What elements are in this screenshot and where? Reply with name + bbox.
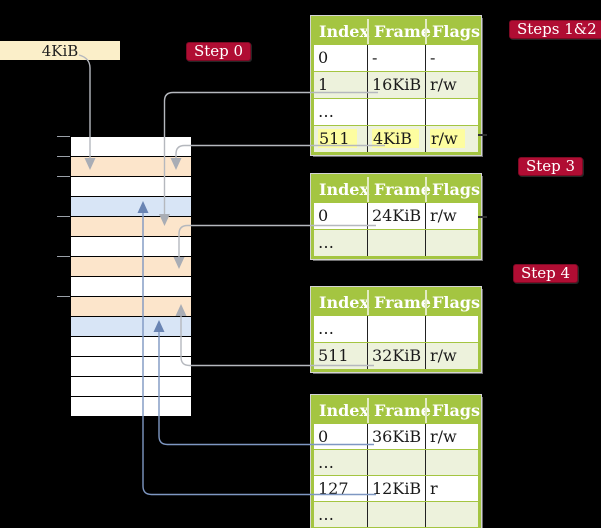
table-header: Index Frame Flags: [314, 19, 480, 44]
cell-frame: [367, 230, 425, 256]
cell-index: 0: [318, 427, 329, 446]
header-frame: Frame: [367, 398, 431, 423]
cell-flags: r/w: [425, 424, 478, 449]
cell-index: 127: [318, 479, 349, 498]
memory-frame-row-5: [71, 217, 191, 237]
cell-frame: 24KiB: [367, 203, 425, 229]
table-row: …: [314, 501, 478, 527]
highlighted-value: 4KiB: [372, 129, 420, 148]
step-3-badge: Step 3: [518, 157, 584, 176]
physical-memory-stack: [70, 136, 192, 417]
cell-flags: [425, 99, 478, 125]
frame-4kib-label: 4KiB: [41, 41, 79, 60]
table-row: …: [314, 229, 478, 256]
header-flags: Flags: [425, 19, 480, 44]
memory-frame-row-9: [71, 297, 191, 317]
highlighted-value: r/w: [430, 129, 465, 148]
table-row: 0 24KiB r/w: [314, 202, 478, 229]
page-table-step-4-upper: Index Frame Flags … 511 32KiB r/w: [310, 286, 482, 373]
cell-index: 0: [318, 48, 329, 67]
cell-frame: 32KiB: [367, 343, 425, 369]
cell-index: 0: [318, 206, 329, 225]
cell-flags: r/w: [425, 203, 478, 229]
table-row: …: [314, 98, 478, 125]
cell-flags: -: [425, 45, 478, 71]
header-frame: Frame: [367, 177, 431, 202]
cell-index: …: [318, 102, 334, 121]
cell-flags: r/w: [425, 72, 478, 98]
cell-flags: r/w: [425, 343, 478, 369]
memory-frame-row-3: [71, 177, 191, 197]
cell-flags: [425, 230, 478, 256]
table-row: 127 12KiB r: [314, 475, 478, 501]
table-header: Index Frame Flags: [314, 290, 480, 315]
step-4-badge: Step 4: [513, 264, 579, 283]
memory-frame-row-11: [71, 337, 191, 357]
cell-frame: [367, 316, 425, 342]
memory-frame-row-13: [71, 377, 191, 397]
table-row: 0 - -: [314, 44, 478, 71]
header-index: Index: [319, 180, 370, 199]
memory-frame-row-8: [71, 277, 191, 297]
cell-index: …: [318, 319, 334, 338]
memory-frame-row-7: [71, 257, 191, 277]
table-row: 511 32KiB r/w: [314, 342, 478, 369]
header-frame: Frame: [367, 290, 431, 315]
memory-frame-row-6: [71, 237, 191, 257]
cell-frame: -: [367, 45, 425, 71]
cell-frame: 12KiB: [367, 476, 425, 501]
header-index: Index: [319, 22, 370, 41]
page-table-step-4-lower: Index Frame Flags 0 36KiB r/w … 127 12Ki…: [310, 394, 482, 528]
cell-frame: [367, 99, 425, 125]
memory-frame-row-14: [71, 397, 191, 417]
table-row: …: [314, 449, 478, 475]
cell-index: 1: [318, 75, 329, 94]
cell-flags: [425, 316, 478, 342]
cell-flags: [425, 502, 478, 527]
cell-frame: [367, 450, 425, 475]
cell-frame: [367, 502, 425, 527]
step-0-badge: Step 0: [186, 42, 252, 61]
table-header: Index Frame Flags: [314, 177, 480, 202]
page-table-step-3: Index Frame Flags 0 24KiB r/w …: [310, 173, 482, 260]
highlighted-value: 511: [318, 129, 357, 148]
header-flags: Flags: [425, 177, 480, 202]
cell-flags: r: [425, 476, 478, 501]
table-row: 0 36KiB r/w: [314, 423, 478, 449]
memory-frame-row-2: [71, 157, 191, 177]
stack-tick-marks: [57, 136, 70, 297]
memory-frame-row-4: [71, 197, 191, 217]
cell-index: …: [318, 505, 334, 524]
header-index: Index: [319, 401, 370, 420]
frame-4kib-box: 4KiB: [0, 41, 120, 60]
page-table-steps-1-2: Index Frame Flags 0 - - 1 16KiB r/w … 51…: [310, 15, 482, 156]
cell-frame: 16KiB: [367, 72, 425, 98]
table-header: Index Frame Flags: [314, 398, 480, 423]
memory-frame-row-10: [71, 317, 191, 337]
cell-index: 511: [314, 126, 367, 152]
table-row: …: [314, 315, 478, 342]
table-row: 1 16KiB r/w: [314, 71, 478, 98]
cell-frame: 4KiB: [367, 126, 425, 152]
cell-frame: 36KiB: [367, 424, 425, 449]
cell-flags: [425, 450, 478, 475]
cell-index: 511: [318, 346, 349, 365]
steps-1-2-badge: Steps 1&2: [509, 20, 601, 39]
table-row-highlighted: 511 4KiB r/w: [314, 125, 478, 152]
header-index: Index: [319, 293, 370, 312]
memory-frame-row-1: [71, 137, 191, 157]
header-flags: Flags: [425, 290, 480, 315]
cell-index: …: [318, 453, 334, 472]
memory-frame-row-12: [71, 357, 191, 377]
cell-index: …: [318, 233, 334, 252]
header-flags: Flags: [425, 398, 480, 423]
header-frame: Frame: [367, 19, 431, 44]
cell-flags: r/w: [425, 126, 478, 152]
